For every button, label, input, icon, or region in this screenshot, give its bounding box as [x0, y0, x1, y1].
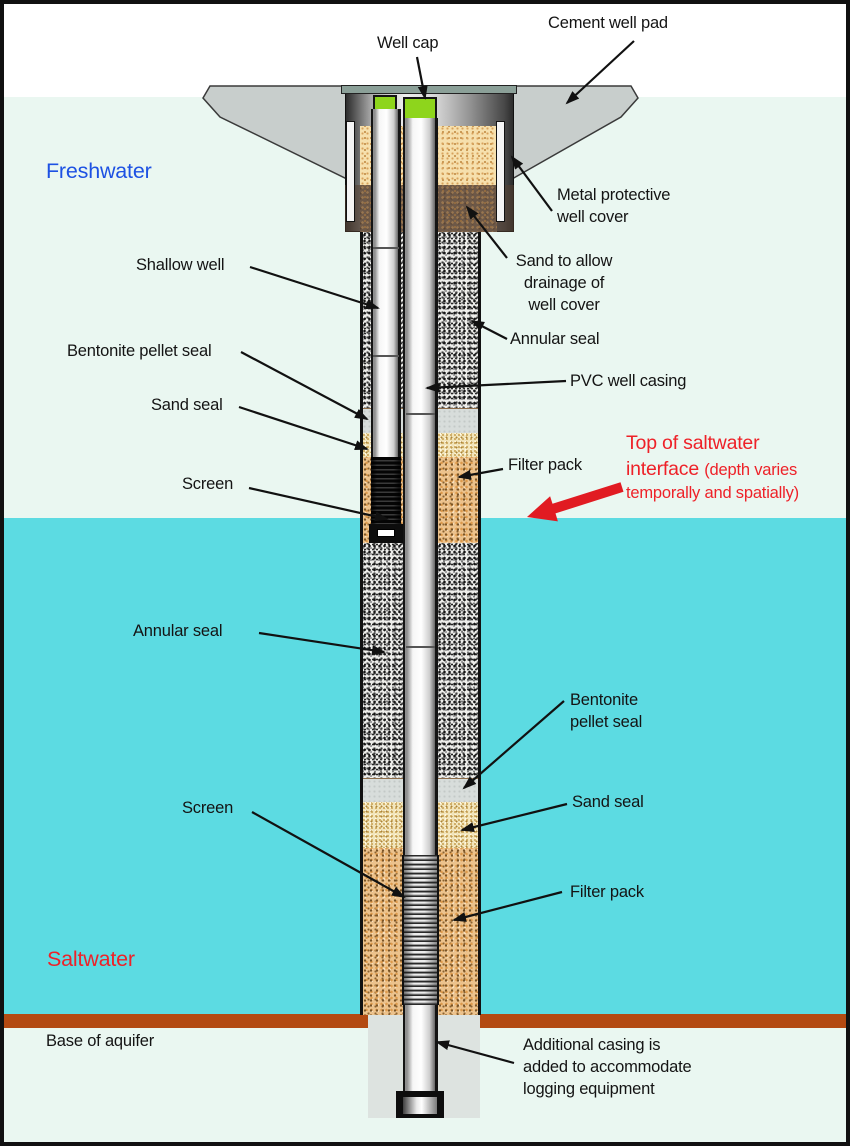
- arrow-saltwater-interface: [527, 482, 624, 522]
- shallow-pipe-joint-1: [373, 247, 399, 249]
- interface-note-line2-big: interface: [626, 458, 705, 481]
- shallow-end-cap-slot: [377, 529, 395, 537]
- arrow-annular-right: [470, 320, 508, 340]
- surface-zone: [0, 0, 850, 97]
- annular-seal-left-label: Annular seal: [133, 622, 223, 640]
- bentonite-seal-left-lower: [362, 778, 404, 802]
- arrow-screen-upper: [248, 486, 389, 522]
- interface-note-line3: temporally and spatially): [626, 484, 799, 503]
- deep-well-screen: [402, 855, 439, 1005]
- cover-top-band: [341, 85, 517, 94]
- cover-vent-slot-right: [496, 121, 505, 222]
- arrow-cement-pad: [565, 40, 635, 105]
- shallow-pipe-joint-2: [373, 355, 399, 357]
- pvc-casing-label: PVC well casing: [570, 372, 687, 390]
- annular-seal-left-lower: [362, 543, 404, 778]
- arrow-sand-seal-left: [238, 405, 369, 451]
- arrow-bentonite-left: [240, 351, 369, 420]
- annular-seal-right-upper: [437, 232, 479, 408]
- bentonite-right-label: Bentonite pellet seal: [570, 691, 643, 731]
- bentonite-left-label: Bentonite pellet seal: [67, 342, 212, 360]
- casing-joint-2: [406, 646, 435, 648]
- freshwater-label: Freshwater: [46, 159, 152, 183]
- sand-seal-right-upper: [437, 433, 479, 457]
- arrow-annular-left: [258, 631, 386, 656]
- sand-drainage-label: Sand to allow drainage of well cover: [515, 252, 613, 314]
- arrow-well-cap: [415, 56, 428, 100]
- arrow-filter-lower: [452, 890, 563, 922]
- cover-vent-slot-left: [346, 121, 355, 222]
- interface-note-line2: interface (depth varies: [626, 456, 799, 482]
- bentonite-seal-right-upper: [437, 408, 479, 433]
- well-cap-label: Well cap: [377, 34, 439, 52]
- annular-seal-right-label: Annular seal: [510, 330, 600, 348]
- sand-seal-right-label: Sand seal: [572, 793, 644, 811]
- filter-pack-upper-label: Filter pack: [508, 456, 582, 474]
- arrow-filter-upper: [457, 467, 504, 480]
- metal-cover-label: Metal protective well cover: [557, 186, 671, 226]
- additional-casing-label: Additional casing is added to accommodat…: [523, 1036, 692, 1098]
- shallow-well-label: Shallow well: [136, 256, 225, 274]
- interface-note-line1: Top of saltwater: [626, 432, 760, 454]
- shallow-well-pipe: [371, 109, 401, 457]
- saltwater-label: Saltwater: [47, 947, 135, 971]
- saltwater-interface-note: Top of saltwater interface (depth varies…: [626, 430, 799, 504]
- borehole-edge-right: [478, 232, 481, 1015]
- arrow-shallow-well: [249, 265, 380, 310]
- screen-upper-label: Screen: [182, 475, 234, 493]
- casing-joint-1: [406, 413, 435, 415]
- arrow-sand-drainage: [465, 205, 508, 259]
- arrow-additional-casing: [435, 1040, 515, 1065]
- sand-seal-left-lower: [362, 802, 404, 848]
- arrow-pvc-casing: [425, 379, 567, 393]
- filter-pack-left-lower: [362, 848, 404, 1015]
- cement-pad-label: Cement well pad: [548, 14, 668, 32]
- arrow-bentonite-right: [462, 700, 565, 790]
- arrow-metal-cover: [510, 155, 553, 212]
- deep-end-cap-face: [403, 1097, 437, 1114]
- interface-note-line2-small: (depth varies: [704, 461, 798, 480]
- arrow-sand-seal-right: [460, 802, 568, 832]
- base-of-aquifer-label: Base of aquifer: [46, 1032, 154, 1050]
- annular-seal-right-lower: [437, 543, 479, 778]
- screen-lower-label: Screen: [182, 799, 234, 817]
- bentonite-seal-right-lower: [437, 778, 479, 802]
- borehole-edge-left: [360, 232, 363, 1015]
- filter-pack-lower-label: Filter pack: [570, 883, 644, 901]
- filter-pack-right-lower: [437, 848, 479, 1015]
- sand-seal-left-label: Sand seal: [151, 396, 223, 414]
- arrow-screen-lower: [251, 811, 406, 898]
